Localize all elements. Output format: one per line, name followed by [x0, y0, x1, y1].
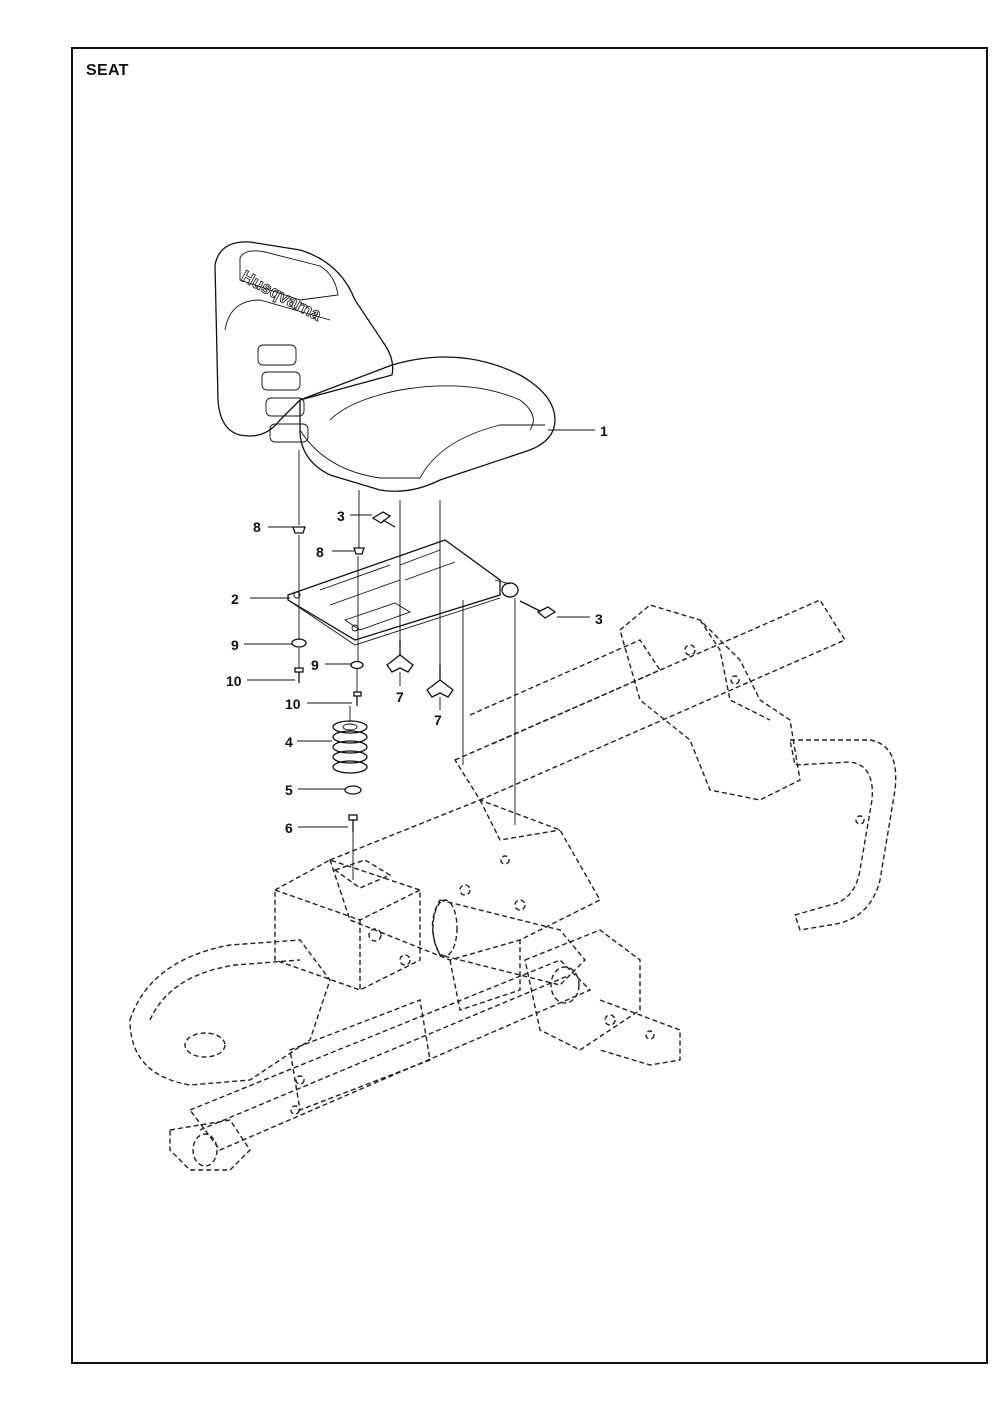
- drawing-frame: [71, 47, 988, 1364]
- seat-brand-text: Husqvarna: [238, 267, 325, 325]
- callout-3-lower: 3: [595, 611, 603, 627]
- bolt-3-upper: [371, 511, 396, 528]
- spring-4: [332, 720, 368, 774]
- callout-10-center: 10: [285, 696, 301, 712]
- knob-7-left: [386, 640, 414, 673]
- callout-leaders: [244, 429, 595, 828]
- callout-8-left: 8: [253, 519, 261, 535]
- mower-frame: [129, 599, 897, 1171]
- knob-7-right: [426, 665, 454, 698]
- seat-assembly: Husqvarna: [214, 241, 556, 492]
- callout-8-center: 8: [316, 544, 324, 560]
- bolt-3-lower: [519, 600, 557, 619]
- callout-5: 5: [285, 782, 293, 798]
- bolt-6: [348, 814, 358, 832]
- callout-4: 4: [285, 734, 293, 750]
- callout-9-center: 9: [311, 657, 319, 673]
- nut-8-center: [353, 547, 365, 555]
- callout-7-right: 7: [434, 712, 442, 728]
- callout-6: 6: [285, 820, 293, 836]
- page-title: SEAT: [86, 62, 129, 79]
- washer-9-center: [350, 660, 364, 670]
- callout-1: 1: [600, 423, 608, 439]
- bolt-10-center: [353, 691, 362, 706]
- bolt-10-left: [294, 667, 304, 683]
- washer-5: [344, 785, 362, 795]
- callout-labels: 1 2 3 3 4 5 6 7 7 8 8 9 9 10 10: [226, 423, 608, 836]
- callout-7-left: 7: [396, 689, 404, 705]
- callout-2: 2: [231, 591, 239, 607]
- nut-8-left: [292, 526, 306, 534]
- callout-3-upper: 3: [337, 508, 345, 524]
- callout-9-left: 9: [231, 637, 239, 653]
- washer-9-left: [291, 638, 307, 648]
- alignment-lines: [298, 450, 516, 880]
- seat-plate: [287, 539, 519, 646]
- callout-10-left: 10: [226, 673, 242, 689]
